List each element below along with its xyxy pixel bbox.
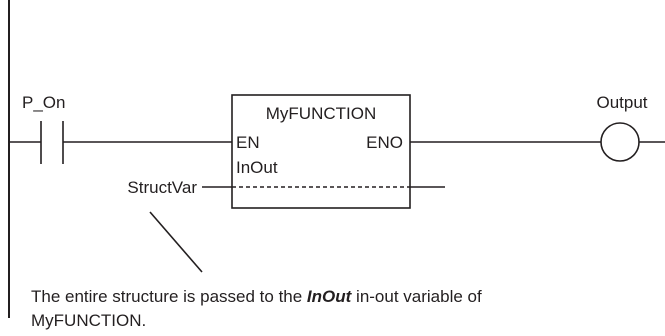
coil-label: Output <box>596 93 647 112</box>
note-text-emphasis: InOut <box>307 287 353 306</box>
note-text-before: The entire structure is passed to the <box>31 287 307 306</box>
eno-output-label: ENO <box>366 133 403 152</box>
note-line-1: The entire structure is passed to the In… <box>31 287 482 306</box>
function-block-name: MyFUNCTION <box>266 104 376 123</box>
note-line-2: MyFUNCTION. <box>31 311 146 330</box>
callout-leader <box>149 211 203 273</box>
en-input-label: EN <box>236 133 260 152</box>
function-block <box>231 94 411 209</box>
coil <box>600 122 640 162</box>
contact-no <box>40 121 64 164</box>
contact-label: P_On <box>22 93 65 112</box>
inout-argument-label: StructVar <box>127 178 197 197</box>
inout-param-label: InOut <box>236 158 278 177</box>
note-text-after: in-out variable of <box>351 287 482 306</box>
